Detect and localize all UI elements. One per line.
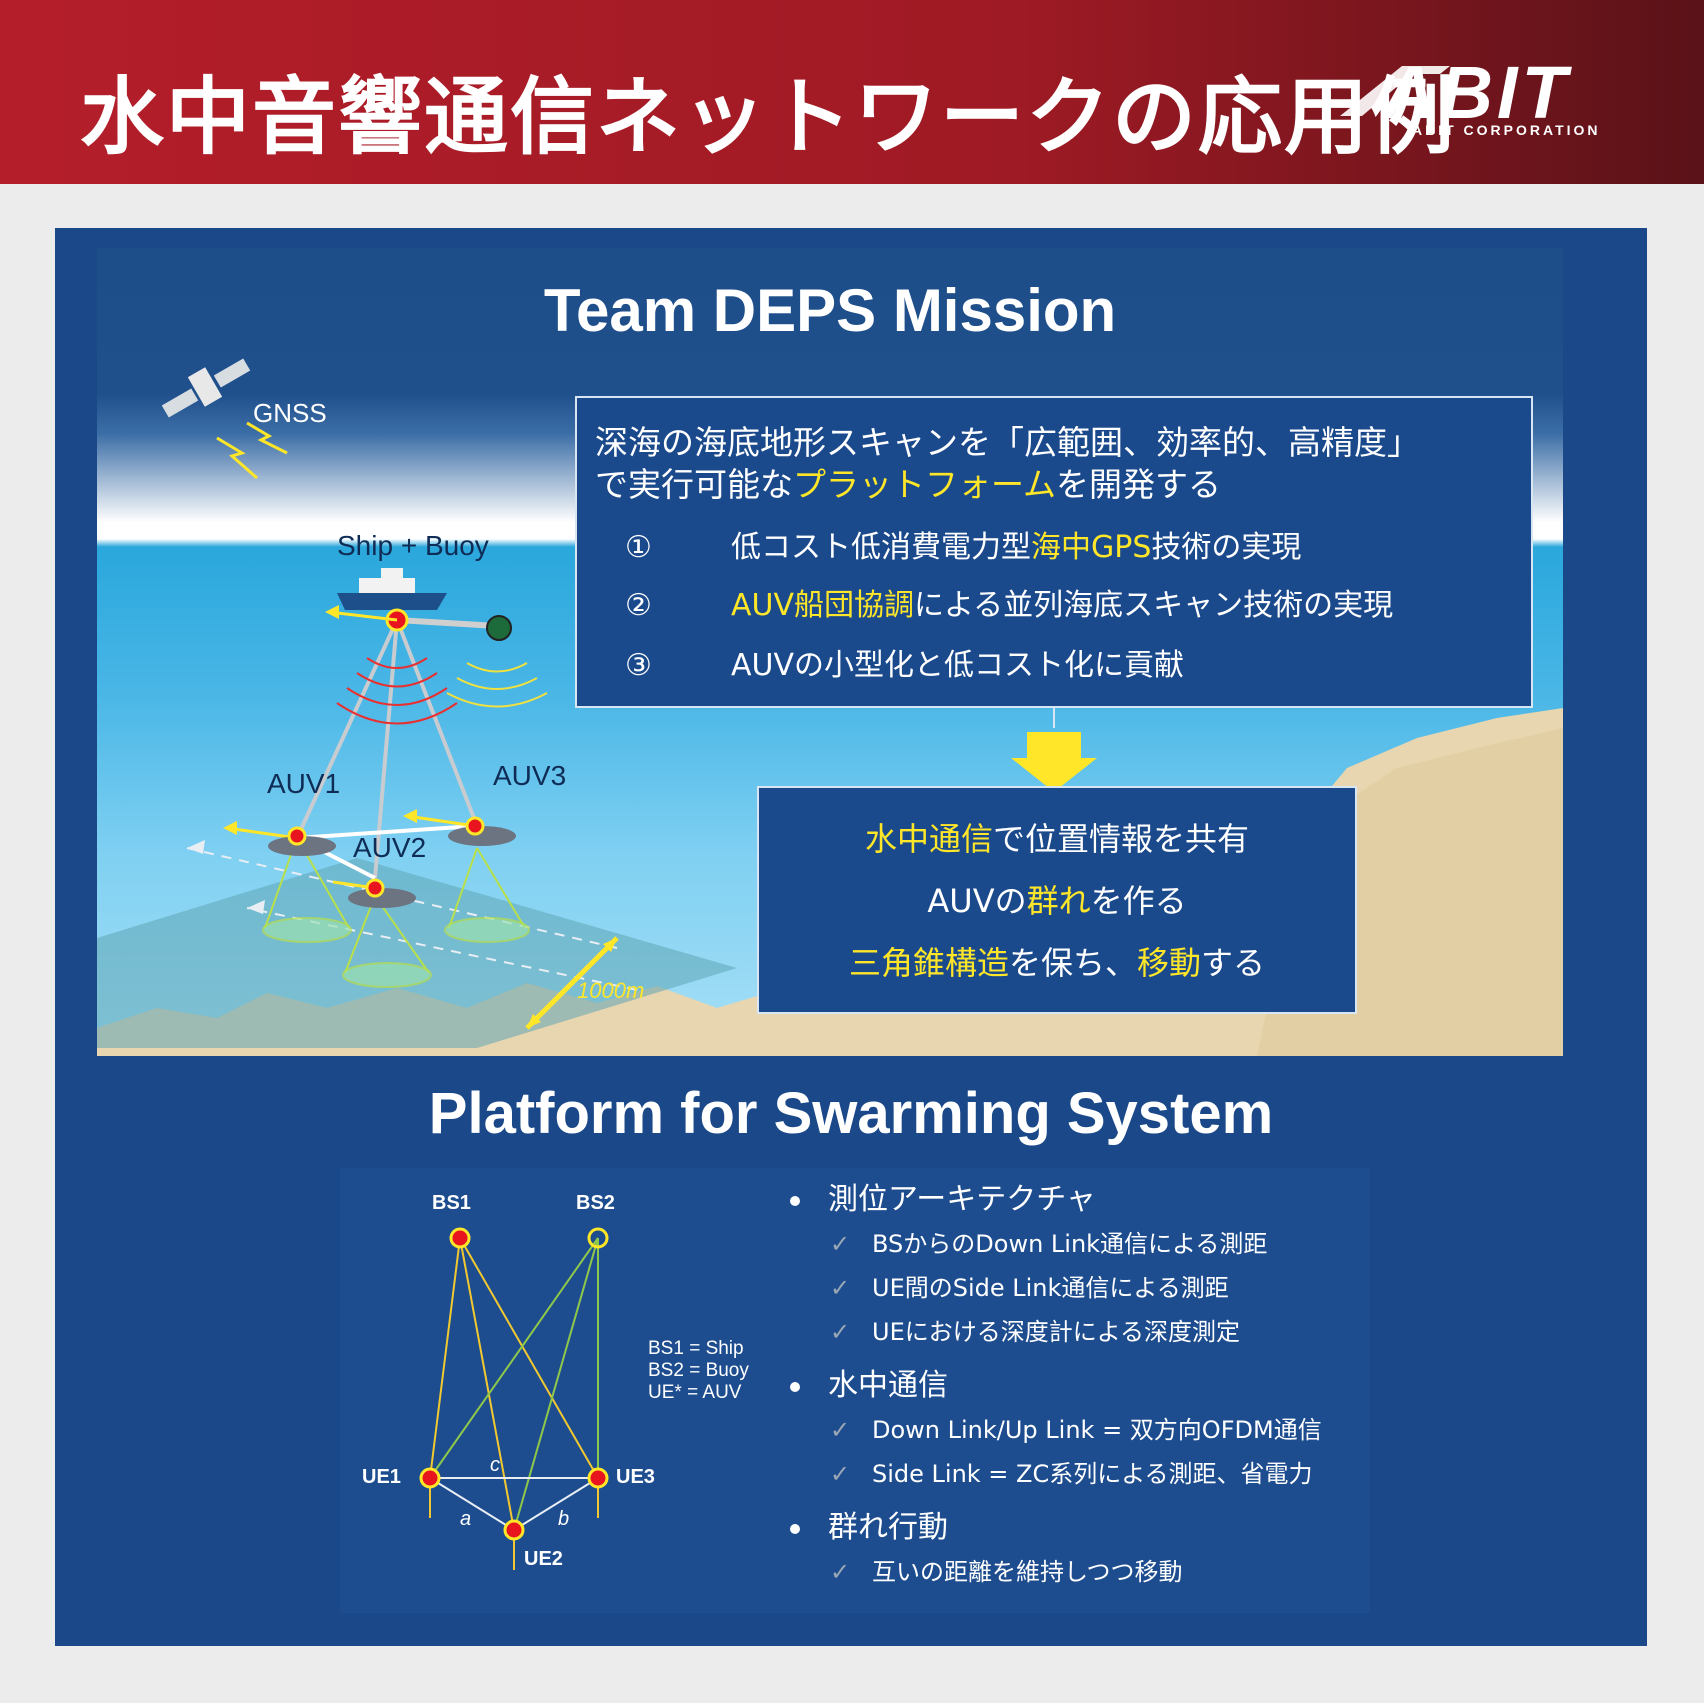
mission-line-2: で実行可能なプラットフォームを開発する xyxy=(595,465,1222,504)
buoy-icon xyxy=(486,615,512,641)
distance-label: 1000m xyxy=(577,978,645,1003)
result-line-3: 三角錐構造を保ち、移動する xyxy=(848,944,1266,982)
section-swarm-behavior: 群れ行動 xyxy=(790,1502,948,1546)
result-line-1: 水中通信で位置情報を共有 xyxy=(864,820,1250,858)
mission-scene: Team DEPS Mission GNSS Ship + Buoy AUV1 … xyxy=(97,248,1563,1056)
legend-item: UE* = AUV xyxy=(648,1382,742,1403)
auv3-icon xyxy=(403,809,516,846)
swarm-title: Platform for Swarming System xyxy=(428,1081,1274,1146)
ue2-node xyxy=(503,1519,525,1541)
ue1-node xyxy=(419,1467,441,1489)
check-icon: ✓ xyxy=(830,1558,851,1586)
ship-buoy-label: Ship + Buoy xyxy=(337,530,489,561)
node-legend: BS1 = Ship BS2 = Buoy UE* = AUV xyxy=(648,1338,749,1404)
edge-a-label: a xyxy=(460,1508,472,1530)
distance-arrow xyxy=(525,936,619,1030)
bs2-label: BS2 xyxy=(576,1192,615,1214)
main-panel: Team DEPS Mission GNSS Ship + Buoy AUV1 … xyxy=(55,228,1647,1646)
ue3-node xyxy=(587,1467,609,1489)
check-icon: ✓ xyxy=(830,1274,851,1302)
check-icon: ✓ xyxy=(830,1416,851,1444)
logo-subtitle: ABIT CORPORATION xyxy=(1412,122,1601,138)
list-item: ✓Side Link = ZC系列による測距、省電力 xyxy=(830,1460,1313,1488)
section-positioning: 測位アーキテクチャ xyxy=(790,1174,1096,1218)
bullet-icon xyxy=(790,1195,800,1206)
mission-goal-box: 深海の海底地形スキャンを「広範囲、効率的、高精度」 で実行可能なプラットフォーム… xyxy=(575,396,1533,708)
check-icon: ✓ xyxy=(830,1460,851,1488)
ue2-label: UE2 xyxy=(524,1548,563,1570)
header-banner: 水中音響通信ネットワークの応用例 ABIT ABIT CORPORATION xyxy=(0,0,1704,184)
bs1-label: BS1 xyxy=(432,1192,471,1214)
swarm-diagram-area: BS1 BS2 UE1 UE3 UE2 c a b BS1 = Ship BS2… xyxy=(340,1168,1370,1613)
bs1-node xyxy=(449,1227,471,1249)
edge-b-label: b xyxy=(558,1508,570,1530)
gnss-label: GNSS xyxy=(253,398,327,428)
ship-icon xyxy=(337,568,447,610)
result-box: 水中通信で位置情報を共有 AUVの群れを作る 三角錐構造を保ち、移動する xyxy=(757,786,1357,1014)
ue3-label: UE3 xyxy=(616,1466,655,1488)
list-item: ✓UE間のSide Link通信による測距 xyxy=(830,1274,1229,1302)
swarm-network-diagram xyxy=(419,1227,609,1570)
bs2-node xyxy=(587,1227,609,1249)
logo-mark-icon xyxy=(1340,66,1450,116)
abit-logo: ABIT ABIT CORPORATION xyxy=(1340,51,1670,146)
edge-c-label: c xyxy=(490,1454,500,1476)
result-line-2: AUVの群れを作る xyxy=(927,882,1187,920)
mission-line-1: 深海の海底地形スキャンを「広範囲、効率的、高精度」 xyxy=(595,423,1420,462)
auv2-label: AUV2 xyxy=(353,832,427,863)
down-arrow-icon xyxy=(1011,732,1097,792)
section-communication: 水中通信 xyxy=(790,1360,948,1404)
auv3-label: AUV3 xyxy=(493,760,567,791)
ue1-label: UE1 xyxy=(362,1466,401,1488)
satellite-icon xyxy=(161,358,251,418)
legend-item: BS2 = Buoy xyxy=(648,1360,749,1381)
legend-item: BS1 = Ship xyxy=(648,1338,744,1359)
auv1-icon xyxy=(223,821,336,856)
check-icon: ✓ xyxy=(830,1318,851,1346)
list-item: ✓互いの距離を維持しつつ移動 xyxy=(830,1558,1183,1586)
logo-text: ABIT xyxy=(1382,51,1571,134)
page-title: 水中音響通信ネットワークの応用例 xyxy=(80,68,1457,166)
list-item: ✓Down Link/Up Link = 双方向OFDM通信 xyxy=(830,1416,1322,1444)
list-item: ✓BSからのDown Link通信による測距 xyxy=(830,1230,1268,1258)
signal-bolt-icon xyxy=(216,436,258,480)
check-icon: ✓ xyxy=(830,1230,851,1258)
list-item: ✓UEにおける深度計による深度測定 xyxy=(830,1318,1241,1346)
bullet-icon xyxy=(790,1381,800,1392)
mission-title: Team DEPS Mission xyxy=(543,277,1117,344)
auv2-icon xyxy=(332,878,416,908)
auv1-label: AUV1 xyxy=(267,768,341,799)
bullet-icon xyxy=(790,1523,800,1534)
